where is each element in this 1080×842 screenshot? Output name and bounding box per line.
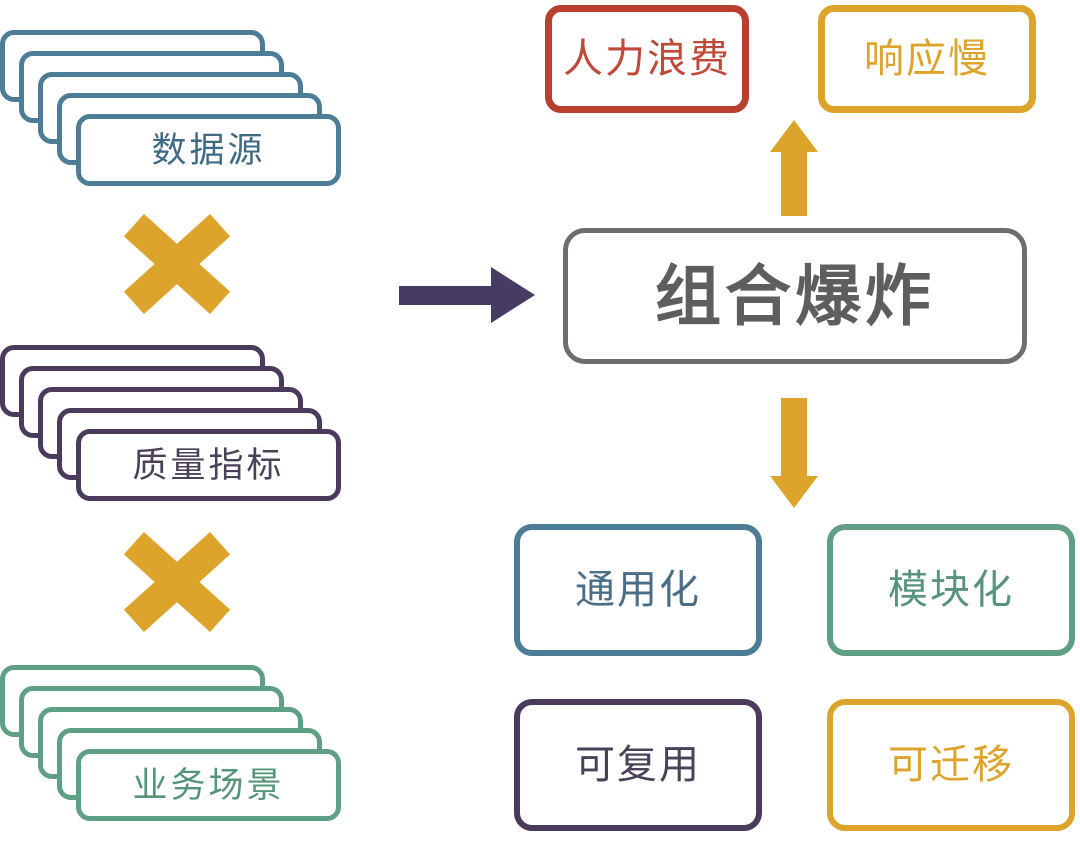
center-node-label: 组合爆炸: [655, 259, 935, 333]
arrow-shaft: [781, 398, 807, 476]
consequence-label-slow-response: 响应慢: [864, 37, 990, 81]
input-label-business-scenario: 业务场景: [132, 765, 285, 805]
arrow-shaft: [399, 285, 497, 305]
arrow-head: [770, 120, 818, 152]
stack-card-front[interactable]: 业务场景: [76, 749, 341, 821]
solution-box-reusable[interactable]: 可复用: [514, 699, 762, 831]
center-node-combinatorial-explosion[interactable]: 组合爆炸: [563, 228, 1027, 364]
solution-label-transferable: 可迁移: [888, 743, 1014, 787]
consequence-arrow-up-icon: [770, 120, 818, 216]
arrow-shaft: [781, 150, 807, 216]
stack-card-front[interactable]: 数据源: [76, 114, 341, 186]
arrow-head: [491, 267, 535, 323]
input-label-datasource: 数据源: [151, 130, 266, 170]
solution-label-modularization: 模块化: [888, 568, 1014, 612]
solution-label-reusable: 可复用: [575, 743, 701, 787]
solution-box-modularization[interactable]: 模块化: [827, 524, 1075, 656]
consequence-box-slow-response[interactable]: 响应慢: [818, 5, 1036, 113]
solution-label-generalization: 通用化: [575, 568, 701, 612]
stack-card-front[interactable]: 质量指标: [76, 429, 341, 501]
multiply-operator-icon-1: [117, 212, 237, 316]
solution-arrow-down-icon: [770, 398, 818, 508]
multiply-operator-icon-2: [117, 530, 237, 634]
consequence-box-manpower-waste[interactable]: 人力浪费: [545, 5, 749, 113]
arrow-head: [770, 476, 818, 508]
flow-arrow-right-icon: [399, 267, 541, 323]
consequence-label-manpower-waste: 人力浪费: [563, 37, 731, 81]
input-label-quality-metrics: 质量指标: [132, 445, 285, 485]
solution-box-generalization[interactable]: 通用化: [514, 524, 762, 656]
solution-box-transferable[interactable]: 可迁移: [827, 699, 1075, 831]
